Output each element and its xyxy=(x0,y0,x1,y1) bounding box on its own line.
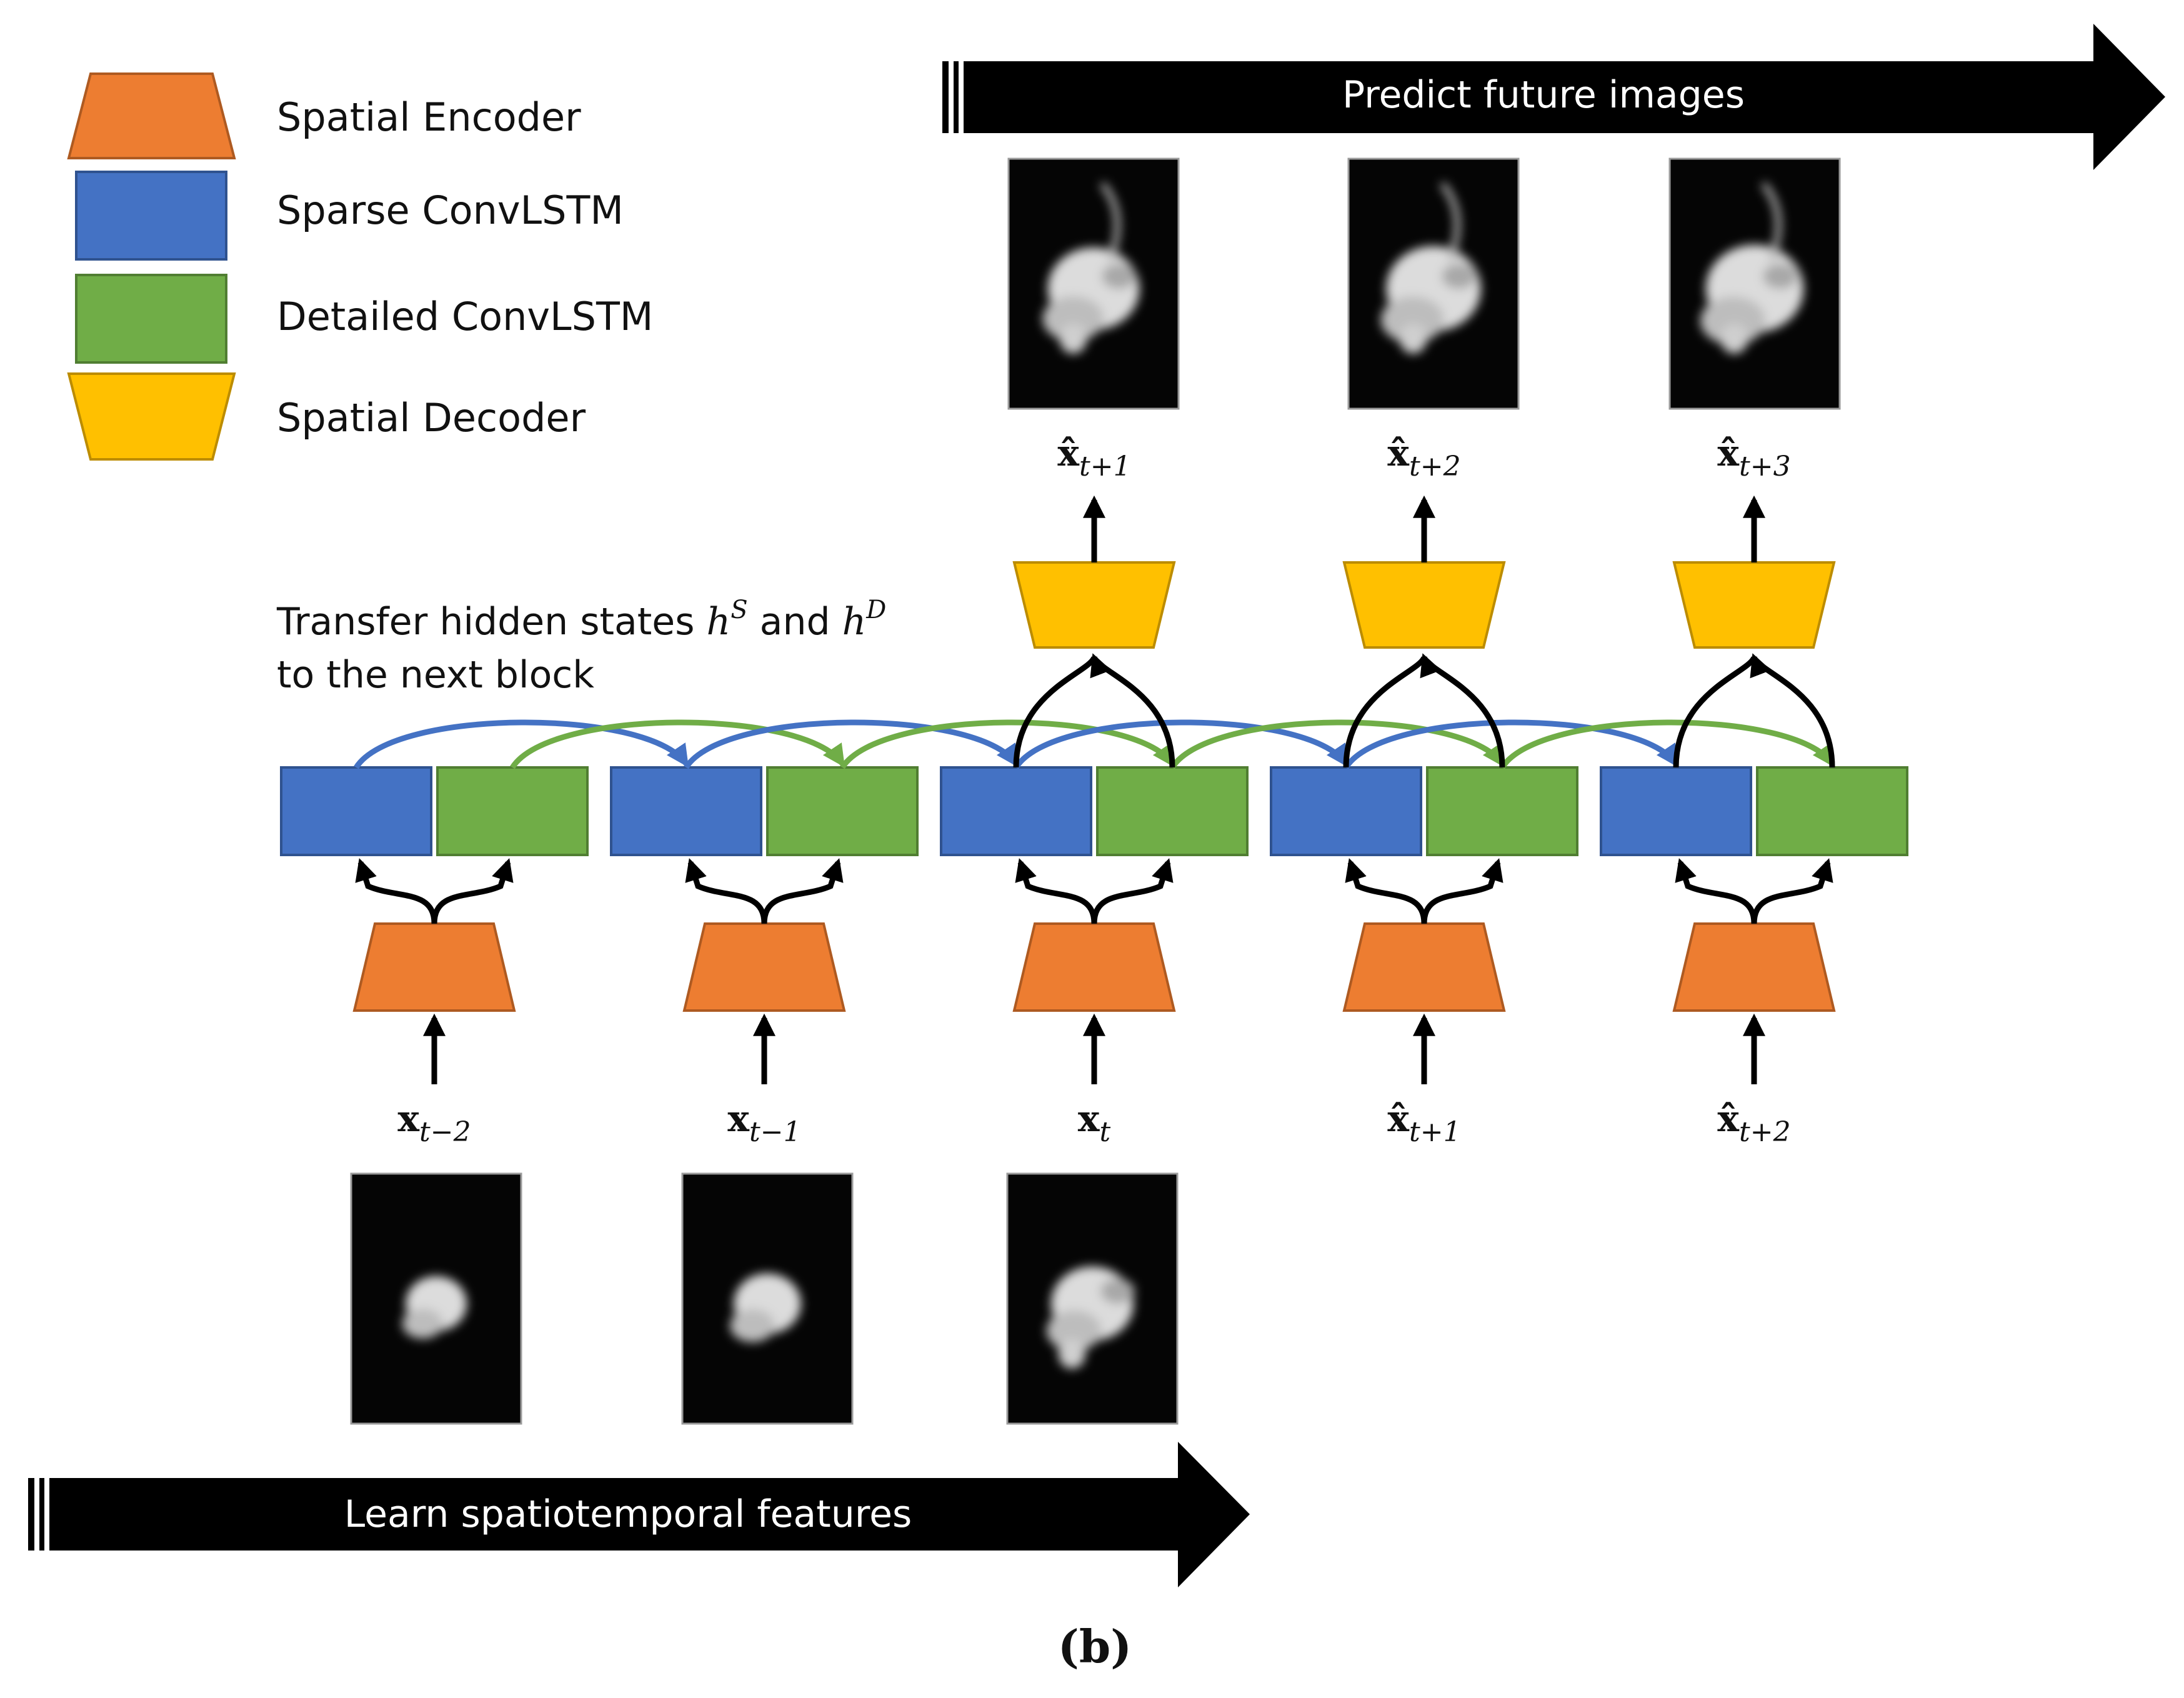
transfer-note-line2: to the next block xyxy=(277,653,594,697)
legend-decoder-swatch xyxy=(67,372,236,461)
detailed-transfer-arrow xyxy=(510,719,845,769)
encoder-column xyxy=(352,858,1836,1084)
sparse-to-decoder-arrow xyxy=(1343,656,1427,768)
sparse-convlstm-cell xyxy=(280,766,432,856)
detailed-transfer-arrow xyxy=(1500,719,1835,769)
spatial-encoder xyxy=(682,922,846,1012)
legend-sparse-label: Sparse ConvLSTM xyxy=(277,187,624,233)
predicted-frame xyxy=(1347,157,1520,410)
spatial-decoder xyxy=(1342,561,1506,649)
detailed-convlstm-cell xyxy=(1096,766,1249,856)
sparse-to-decoder-arrow xyxy=(1013,656,1097,768)
input-label: xt xyxy=(1078,1097,1111,1148)
sparse-transfer-arrow xyxy=(684,719,1019,769)
transfer-note: Transfer hidden states hS and hD to the … xyxy=(276,596,886,697)
output-label: x̂t+1 xyxy=(1057,432,1130,482)
decoder-column xyxy=(1012,495,1836,768)
encoder-to-sparse-arrow xyxy=(1345,858,1427,924)
figure-caption: (b) xyxy=(1058,1620,1132,1673)
input-frames xyxy=(350,1172,1179,1425)
predicted-frame xyxy=(1668,157,1841,410)
output-label: x̂t+3 xyxy=(1717,432,1790,482)
detailed-convlstm-cell xyxy=(766,766,919,856)
legend-sparse-swatch xyxy=(75,171,227,261)
legend-detailed-swatch xyxy=(75,274,227,364)
detailed-to-decoder-arrow xyxy=(1420,653,1505,768)
detailed-convlstm-cell xyxy=(1426,766,1578,856)
input-label: xt−1 xyxy=(727,1097,800,1148)
encoder-to-sparse-arrow xyxy=(1015,858,1097,924)
learn-banner: Learn spatiotemporal features xyxy=(28,1442,1250,1587)
encoder-to-detailed-arrow xyxy=(431,858,514,924)
input-frame xyxy=(681,1172,854,1425)
encoder-to-detailed-arrow xyxy=(1421,858,1503,924)
detailed-convlstm-cell xyxy=(436,766,589,856)
detailed-transfer-arrow xyxy=(1170,719,1505,769)
output-label: x̂t+2 xyxy=(1387,432,1460,482)
spatial-decoder xyxy=(1012,561,1176,649)
input-label: x̂t+2 xyxy=(1717,1097,1790,1148)
predicted-frame xyxy=(1007,157,1180,410)
detailed-to-decoder-arrow xyxy=(1750,653,1835,768)
encoder-to-detailed-arrow xyxy=(1751,858,1833,924)
spatial-encoder xyxy=(1342,922,1506,1012)
sparse-to-decoder-arrow xyxy=(1673,656,1757,768)
sparse-convlstm-cell xyxy=(610,766,762,856)
input-label: xt−2 xyxy=(397,1097,471,1148)
detailed-convlstm-cell xyxy=(1756,766,1908,856)
predict-banner-label: Predict future images xyxy=(1342,73,1745,117)
sparse-convlstm-cell xyxy=(1270,766,1422,856)
detailed-to-decoder-arrow xyxy=(1090,653,1175,768)
frame-labels: xt−2 xt−1 xt x̂t+1 x̂t+2 x̂t+1 x̂t+2 x̂t+3 xyxy=(397,432,1790,1148)
hidden-state-transfers xyxy=(354,719,1835,769)
sparse-convlstm-cell xyxy=(940,766,1092,856)
spatial-decoder xyxy=(1672,561,1836,649)
input-frame xyxy=(1006,1172,1179,1425)
legend-encoder-label: Spatial Encoder xyxy=(277,94,581,140)
predict-banner-arrow xyxy=(964,24,2165,170)
recurrent-blocks xyxy=(280,766,1908,856)
encoder-to-sparse-arrow xyxy=(685,858,767,924)
spatial-encoder xyxy=(1012,922,1176,1012)
input-frame xyxy=(350,1172,522,1425)
predict-banner: Predict future images xyxy=(942,24,2165,170)
input-label: x̂t+1 xyxy=(1387,1097,1460,1148)
sparse-transfer-arrow xyxy=(1344,719,1679,769)
encoder-to-sparse-arrow xyxy=(355,858,437,924)
learn-banner-label: Learn spatiotemporal features xyxy=(344,1492,912,1536)
encoder-to-detailed-arrow xyxy=(1091,858,1174,924)
spatial-encoder xyxy=(1672,922,1836,1012)
sparse-transfer-arrow xyxy=(354,719,689,769)
learn-banner-arrow xyxy=(49,1442,1250,1587)
transfer-note-line1: Transfer hidden states hS and hD xyxy=(276,596,886,644)
spatial-encoder xyxy=(352,922,516,1012)
encoder-to-detailed-arrow xyxy=(761,858,844,924)
encoder-to-sparse-arrow xyxy=(1675,858,1757,924)
detailed-transfer-arrow xyxy=(840,719,1175,769)
legend-detailed-label: Detailed ConvLSTM xyxy=(277,294,653,339)
sparse-transfer-arrow xyxy=(1014,719,1349,769)
predicted-frames xyxy=(1007,157,1841,410)
legend-decoder-label: Spatial Decoder xyxy=(277,395,586,441)
legend: Spatial Encoder Sparse ConvLSTM Detailed… xyxy=(67,72,653,461)
sparse-convlstm-cell xyxy=(1600,766,1752,856)
legend-encoder-swatch xyxy=(67,72,236,159)
